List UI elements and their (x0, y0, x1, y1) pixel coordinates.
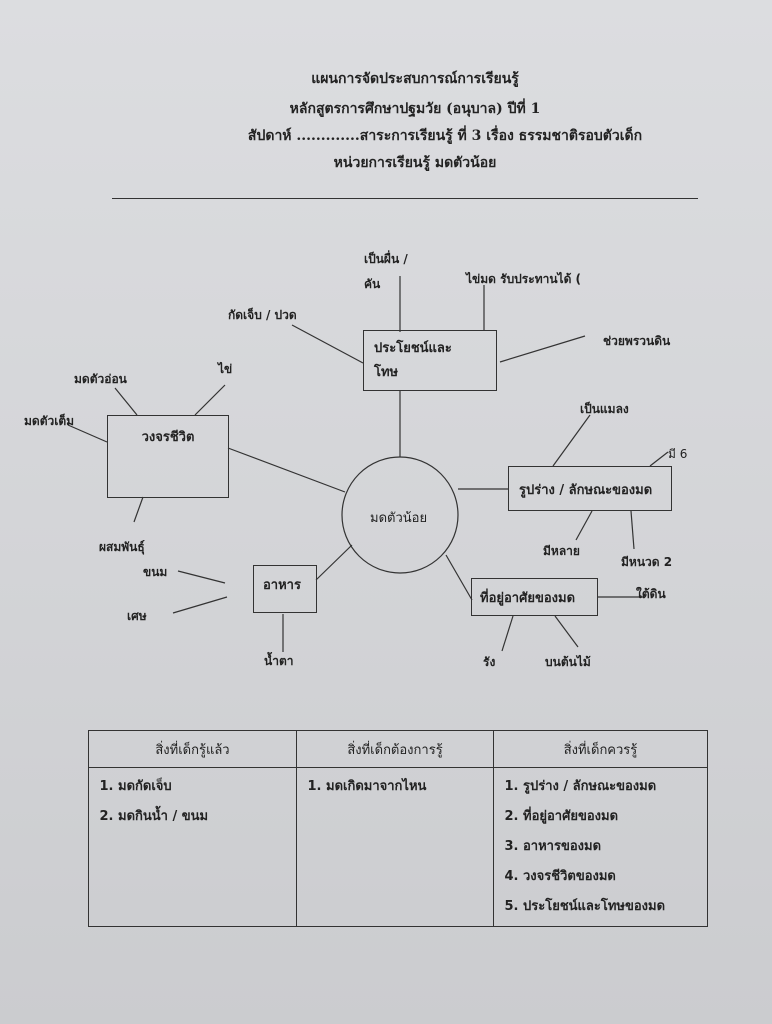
connector (194, 384, 226, 416)
leaf-ant-eggs-edible: ไข่มด รับประทานได้ ( (466, 272, 582, 286)
center-topic: มดตัวน้อย (370, 511, 428, 526)
lifecycle-box: วงจรชีวิต (107, 415, 229, 498)
connector (172, 596, 228, 614)
shape-title: รูปร่าง / ลักษณะของมด (519, 483, 653, 498)
leaf-scraps: เศษ (127, 609, 147, 623)
unit-line: หน่วยการเรียนรู้ มดตัวน้อย (333, 155, 497, 171)
connector (114, 387, 138, 416)
list-item: ประโยชน์และโทษของมด (523, 895, 706, 916)
leaf-bite-pain: กัดเจ็บ / ปวด (228, 308, 297, 322)
header-should-know: สิ่งที่เด็กควรรู้ (493, 730, 708, 768)
connector (67, 424, 108, 443)
list-item: มดเกิดมาจากไหน (326, 775, 492, 796)
connector (649, 451, 669, 467)
leaf-sugar: น้ำตา (264, 654, 294, 668)
list-item: มดกัดเจ็บ (118, 775, 295, 796)
known-cell: มดกัดเจ็บ มดกินน้ำ / ขนม (88, 767, 297, 927)
header-divider (112, 198, 698, 199)
lifecycle-title: วงจรชีวิต (141, 430, 195, 445)
leaf-nest: รัง (483, 655, 496, 669)
connector (227, 447, 346, 493)
leaf-mating: ผสมพันธุ์ (99, 540, 145, 554)
connector (315, 544, 353, 581)
header-want-to-know: สิ่งที่เด็กต้องการรู้ (296, 730, 494, 768)
connector (177, 570, 226, 584)
connector (630, 510, 635, 550)
habitat-box: ที่อยู่อาศัยของมด (471, 578, 598, 616)
connector (133, 496, 144, 523)
leaf-larva: มดตัวอ่อน (74, 372, 127, 386)
leaf-underground: ใต้ดิน (636, 587, 666, 601)
connector (291, 324, 364, 364)
connector (552, 414, 591, 467)
leaf-on-tree: บนต้นไม้ (545, 655, 591, 669)
shape-box: รูปร่าง / ลักษณะของมด (508, 466, 672, 511)
leaf-six-legs: มี 6 (668, 447, 688, 461)
list-item: รูปร่าง / ลักษณะของมด (523, 775, 706, 796)
connector (445, 554, 473, 601)
want-cell: มดเกิดมาจากไหน (296, 767, 494, 927)
list-item: ที่อยู่อาศัยของมด (523, 805, 706, 826)
leaf-rash: เป็นผื่น / (364, 252, 408, 266)
habitat-title: ที่อยู่อาศัยของมด (480, 591, 576, 606)
list-item: วงจรชีวิตของมด (523, 865, 706, 886)
curriculum-line: หลักสูตรการศึกษาปฐมวัย (อนุบาล) ปีที่ 1 (289, 101, 541, 117)
leaf-egg: ไข่ (218, 362, 233, 376)
connector (554, 615, 579, 648)
connector (499, 335, 586, 363)
list-item: อาหารของมด (523, 835, 706, 856)
leaf-two-antennae: มีหนวด 2 (621, 555, 673, 569)
food-box: อาหาร (253, 565, 317, 613)
kwl-table: สิ่งที่เด็กรู้แล้ว สิ่งที่เด็กต้องการรู้… (88, 730, 708, 927)
leaf-many: มีหลาย (543, 544, 580, 558)
connector (501, 615, 514, 652)
food-title: อาหาร (263, 578, 301, 593)
week-topic-line: สัปดาห์ .............สาระการเรียนรู้ ที่… (247, 128, 643, 144)
benefit-box: ประโยชน์และ โทษ (363, 330, 497, 391)
list-item: มดกินน้ำ / ขนม (118, 805, 295, 826)
leaf-adult: มดตัวเต็ม (24, 414, 75, 428)
benefit-title-2: โทษ (374, 365, 399, 380)
leaf-tills-soil: ช่วยพรวนดิน (603, 334, 671, 348)
leaf-snack: ขนม (143, 565, 168, 579)
header-known: สิ่งที่เด็กรู้แล้ว (88, 730, 297, 768)
leaf-insect: เป็นแมลง (580, 402, 629, 416)
doc-title: แผนการจัดประสบการณ์การเรียนรู้ (311, 71, 519, 87)
should-cell: รูปร่าง / ลักษณะของมด ที่อยู่อาศัยของมด … (493, 767, 708, 927)
benefit-title-1: ประโยชน์และ (374, 341, 452, 356)
leaf-itch: คัน (364, 277, 381, 291)
connector (575, 510, 593, 541)
